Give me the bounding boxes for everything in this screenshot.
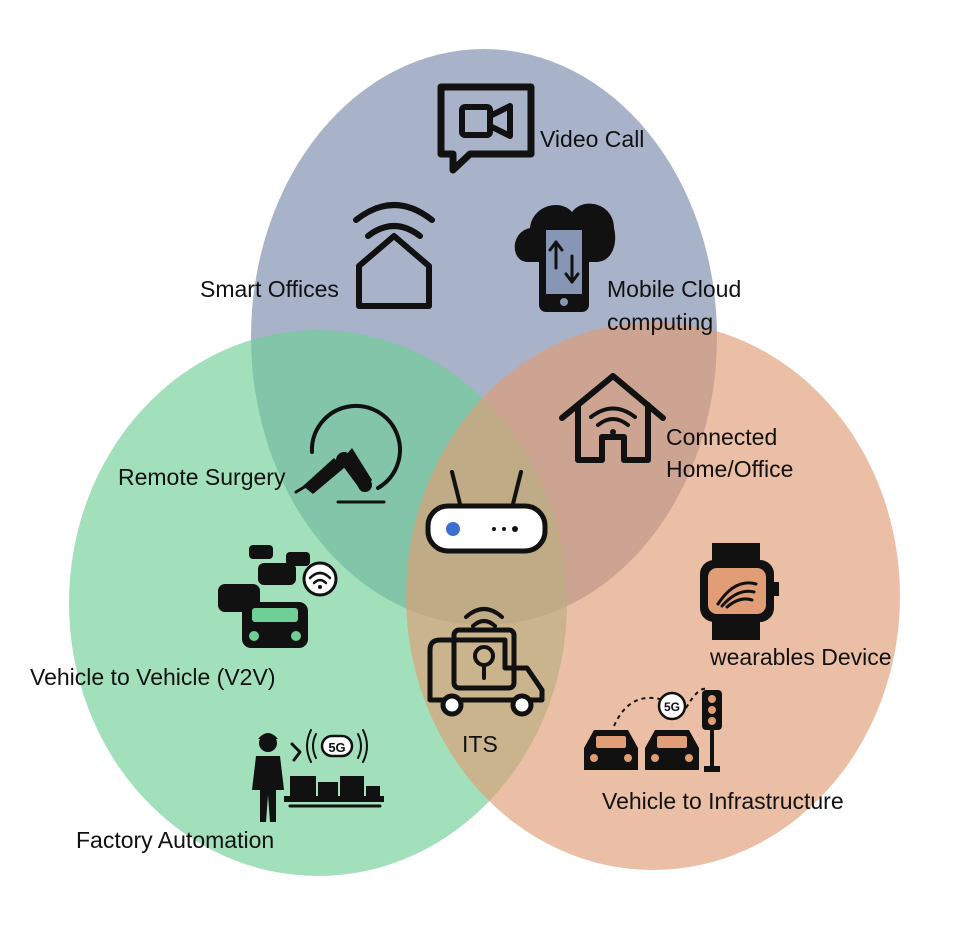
factory-5g-icon: 5G [252, 729, 384, 822]
wearables-label: wearables Device [709, 644, 892, 670]
connected-home-label-line1: Connected [666, 424, 777, 450]
v2i-label: Vehicle to Infrastructure [602, 788, 844, 814]
connected-home-label-line2: Home/Office [666, 456, 793, 482]
router-icon [425, 470, 548, 554]
smart-offices-label: Smart Offices [200, 276, 339, 302]
smartwatch-icon [700, 543, 779, 640]
cars-traffic-light-icon: 5G [584, 687, 722, 772]
cars-wifi-icon [218, 545, 338, 648]
v2v-label: Vehicle to Vehicle (V2V) [30, 664, 275, 690]
video-call-label: Video Call [540, 126, 644, 152]
smart-home-icon [353, 202, 435, 309]
video-chat-icon [437, 83, 535, 174]
factory-5g-badge: 5G [328, 740, 345, 755]
mobile-cloud-label-line1: Mobile Cloud [607, 276, 741, 302]
mobile-cloud-label-line2: computing [607, 309, 713, 335]
factory-automation-label: Factory Automation [76, 827, 274, 853]
smart-truck-icon [427, 607, 545, 717]
its-label: ITS [462, 731, 498, 757]
robot-arm-icon [294, 403, 402, 504]
right-circle [406, 322, 900, 870]
cloud-phone-icon [514, 203, 616, 312]
v2i-5g-badge: 5G [664, 700, 680, 714]
wifi-house-icon [559, 373, 666, 463]
remote-surgery-label: Remote Surgery [118, 464, 286, 490]
